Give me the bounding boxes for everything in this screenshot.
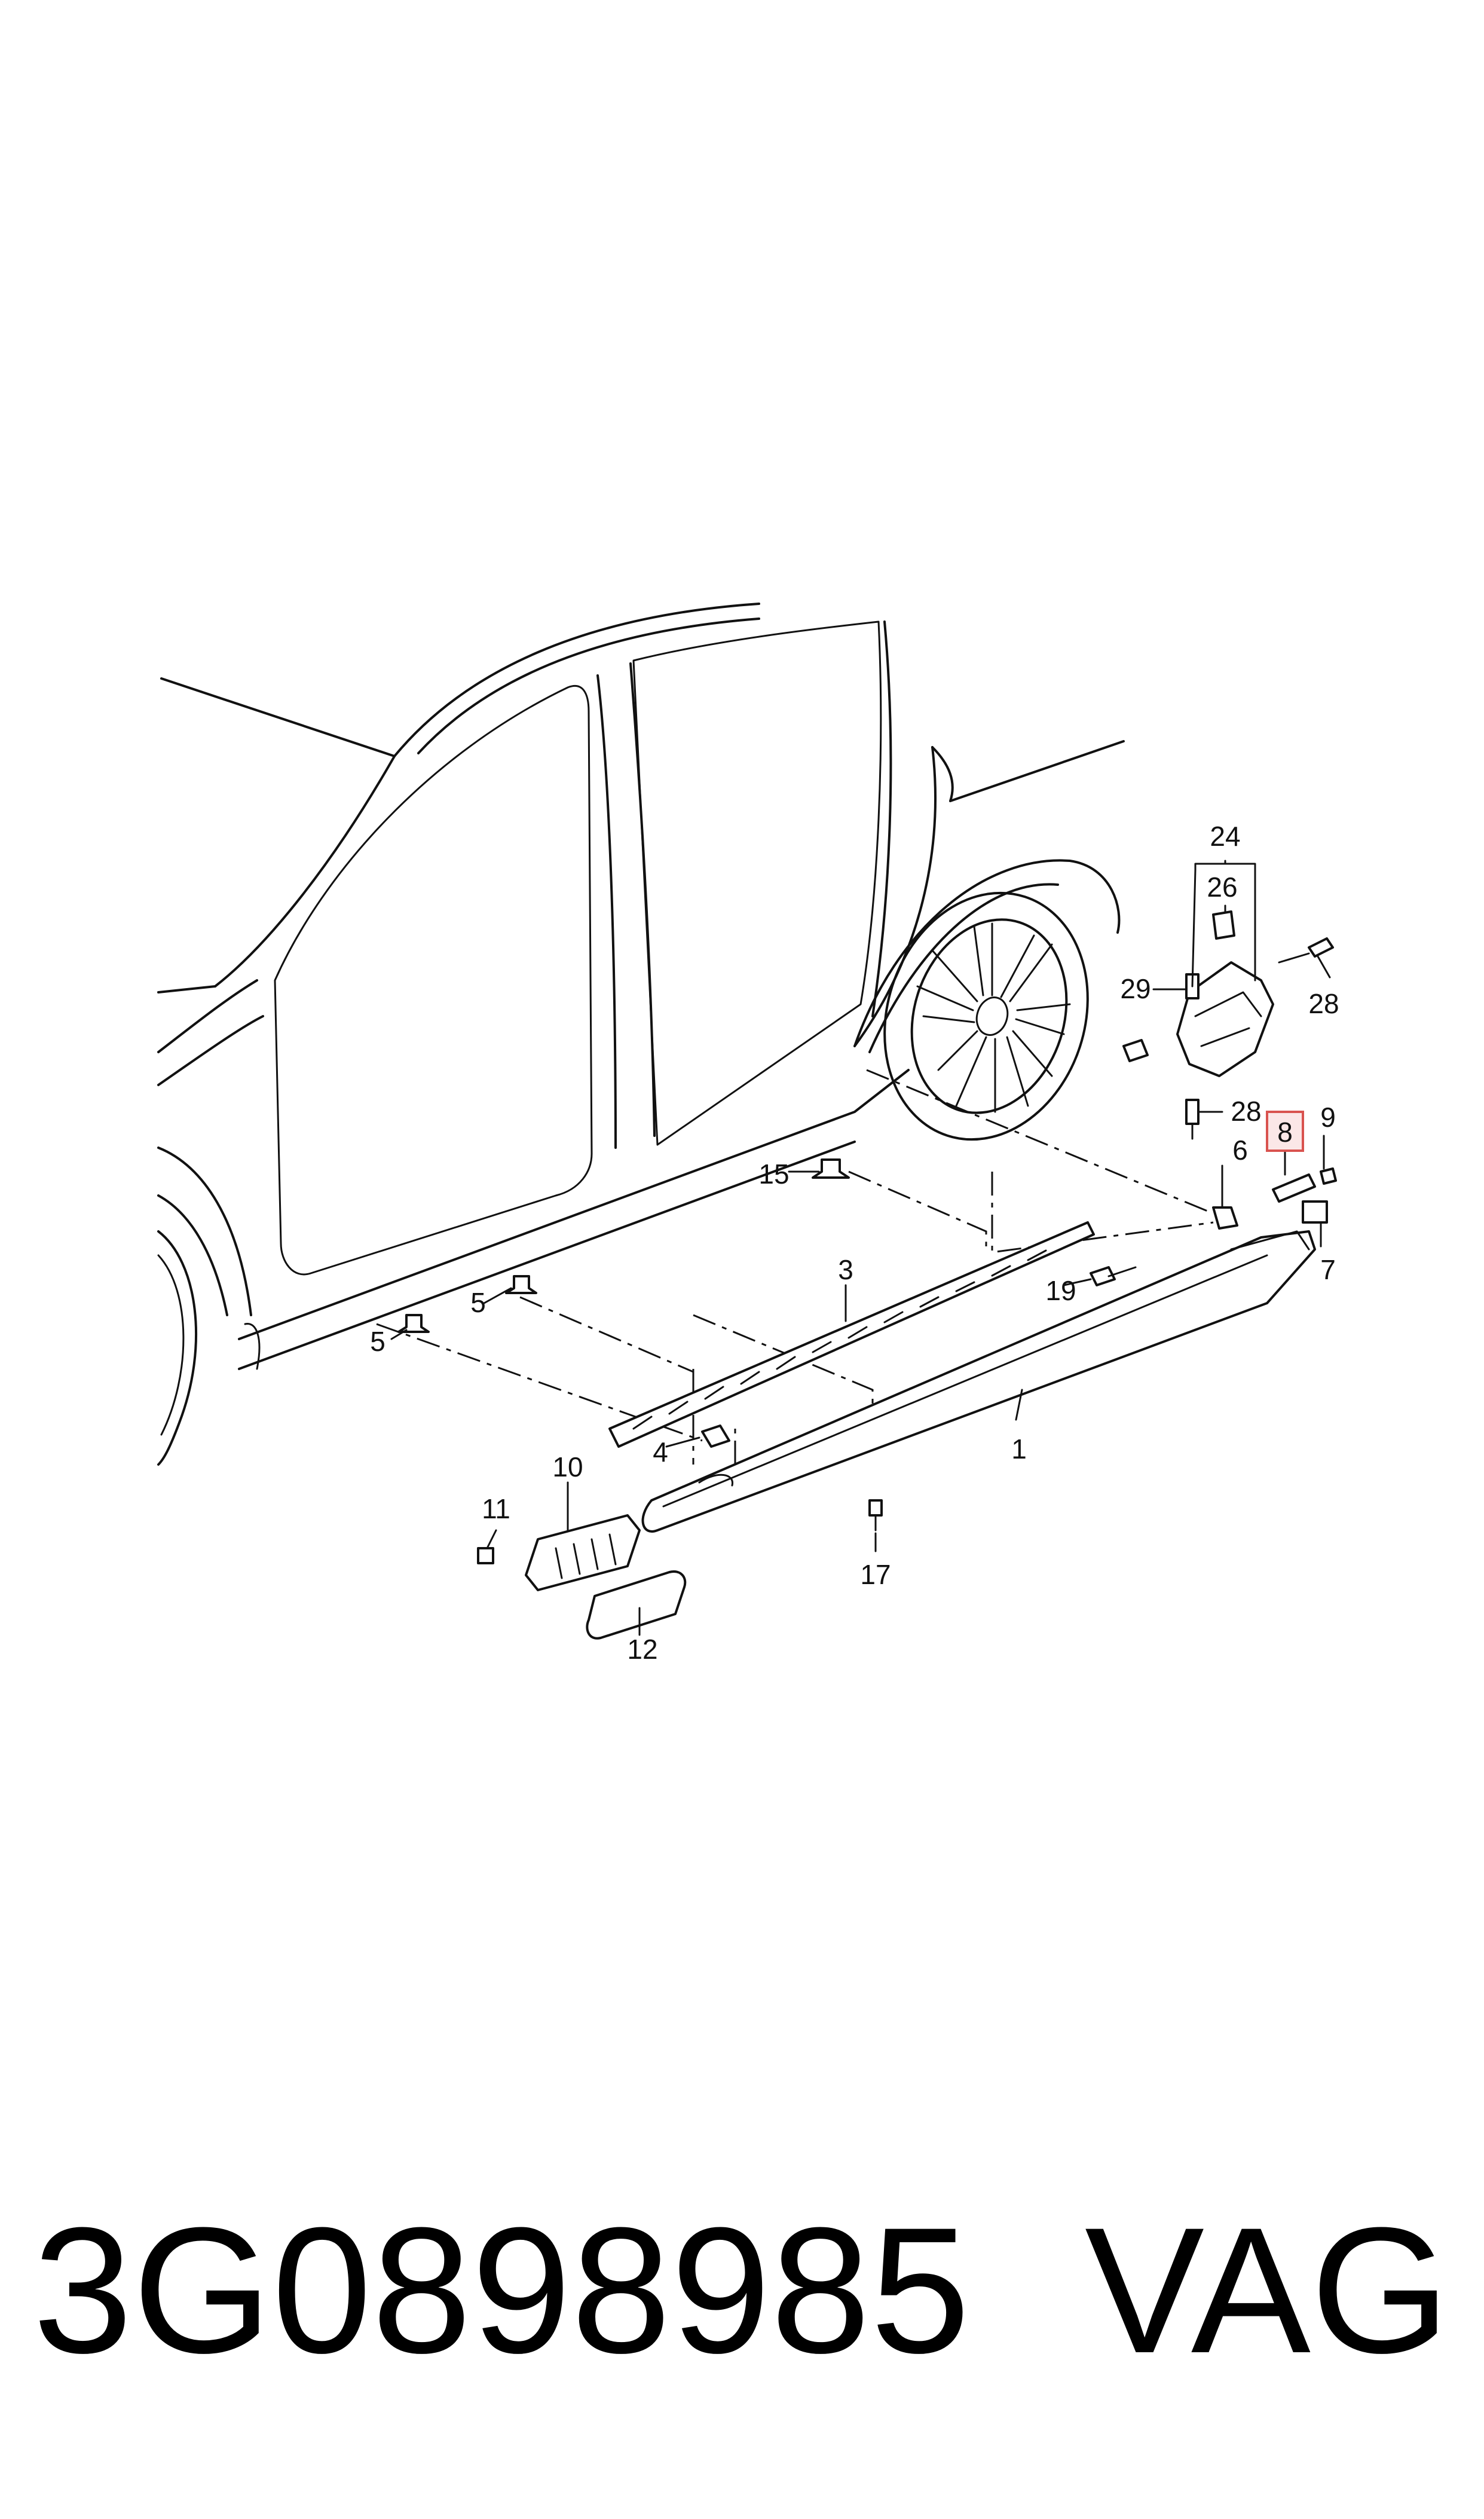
callout-3: 3 xyxy=(838,1254,853,1285)
leader-lines xyxy=(390,860,1331,1636)
callout-6: 6 xyxy=(1232,1135,1248,1166)
part-number: 3G0898985 xyxy=(33,2190,970,2390)
callout-15: 15 xyxy=(758,1158,789,1190)
rear-wheel xyxy=(883,891,1089,1141)
callout-4: 4 xyxy=(653,1436,668,1468)
callout-5-lower: 5 xyxy=(370,1326,385,1357)
callout-8: 8 xyxy=(1277,1117,1293,1148)
callout-29: 29 xyxy=(1120,973,1151,1004)
callout-10: 10 xyxy=(552,1451,583,1482)
callout-1: 1 xyxy=(1011,1433,1027,1465)
callout-19: 19 xyxy=(1045,1275,1076,1306)
part-3-bracket-rail xyxy=(608,1221,1095,1448)
callout-17: 17 xyxy=(860,1559,891,1590)
footer: 3G0898985 VAG xyxy=(33,2190,1450,2390)
part-1-side-skirt xyxy=(641,1230,1316,1533)
fasteners xyxy=(397,937,1337,1640)
callout-8-highlight xyxy=(1266,1111,1304,1152)
callout-12: 12 xyxy=(627,1634,657,1665)
callout-24: 24 xyxy=(1210,821,1240,852)
callout-9: 9 xyxy=(1320,1102,1336,1133)
callout-7: 7 xyxy=(1320,1254,1336,1285)
part-24-rear-bracket xyxy=(1176,910,1274,1077)
callout-28-top: 28 xyxy=(1308,988,1339,1019)
assembly-lines xyxy=(376,1069,1214,1465)
callout-26: 26 xyxy=(1207,872,1237,903)
car-body-outline xyxy=(157,603,1125,1466)
callout-11: 11 xyxy=(482,1493,510,1524)
brand-name: VAG xyxy=(1085,2190,1450,2390)
callout-5-upper: 5 xyxy=(470,1287,486,1318)
callout-labels: 24 26 29 28 28 8 9 6 7 15 3 19 5 5 4 1 1… xyxy=(370,821,1339,1665)
callout-28-lower: 28 xyxy=(1231,1096,1261,1127)
